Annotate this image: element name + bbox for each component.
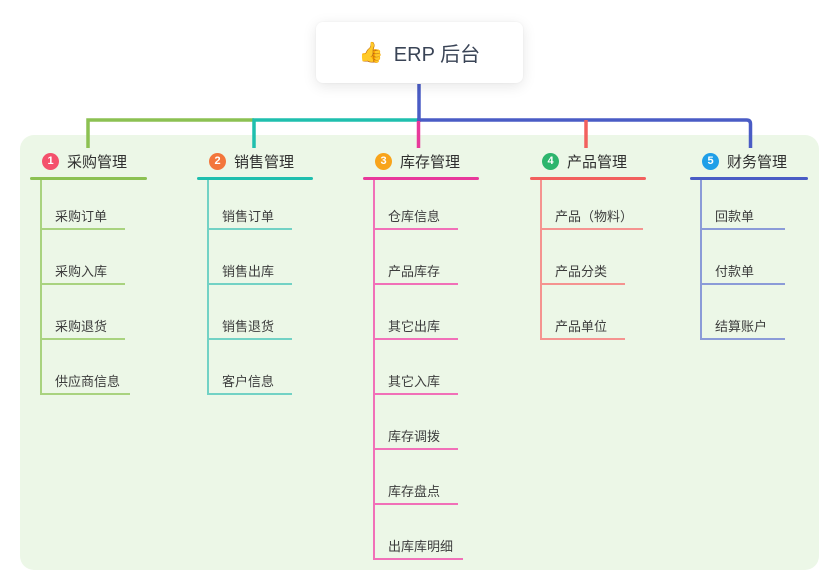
node-label: 供应商信息	[40, 374, 131, 395]
mindmap-background-panel	[20, 135, 819, 570]
node-label: 销售退货	[207, 319, 292, 340]
node-label: 仓库信息	[373, 209, 458, 230]
branch-label: 采购管理	[67, 153, 128, 171]
node-label: 其它入库	[373, 374, 458, 395]
branch-purchase: 1 采购管理 采购订单 采购入库 采购退货 供应商信息	[30, 148, 147, 395]
mindmap-node[interactable]: 其它出库	[373, 318, 458, 340]
mindmap-node[interactable]: 销售出库	[207, 263, 292, 285]
node-label: 采购订单	[40, 209, 125, 230]
branch-number-badge: 5	[702, 152, 719, 170]
mindmap-node[interactable]: 采购订单	[40, 208, 125, 230]
branch-label: 销售管理	[234, 153, 295, 171]
mindmap-node[interactable]: 产品分类	[540, 263, 625, 285]
node-label: 回款单	[700, 209, 785, 230]
branch-stem-line	[207, 180, 209, 394]
branch-finance: 5 财务管理 回款单 付款单 结算账户	[690, 148, 808, 340]
branch-underline	[690, 177, 808, 180]
branch-product: 4 产品管理 产品（物料） 产品分类 产品单位	[530, 148, 646, 340]
node-label: 采购入库	[40, 264, 125, 285]
branch-underline	[530, 177, 646, 180]
node-label: 客户信息	[207, 374, 292, 395]
mindmap-node[interactable]: 销售订单	[207, 208, 292, 230]
mindmap-node[interactable]: 客户信息	[207, 373, 292, 395]
branch-node[interactable]: 3 库存管理	[363, 148, 479, 174]
node-label: 采购退货	[40, 319, 125, 340]
node-label: 产品分类	[540, 264, 625, 285]
node-label: 库存盘点	[373, 484, 458, 505]
branch-underline	[197, 177, 313, 180]
branch-stem-line	[540, 180, 542, 339]
node-label: 销售出库	[207, 264, 292, 285]
mindmap-node[interactable]: 结算账户	[700, 318, 785, 340]
node-label: 付款单	[700, 264, 785, 285]
mindmap-node[interactable]: 库存盘点	[373, 483, 458, 505]
branch-label: 财务管理	[727, 153, 788, 171]
mindmap-node[interactable]: 出库库明细	[373, 538, 464, 560]
node-label: 库存调拨	[373, 429, 458, 450]
root-node-label: ERP 后台	[393, 44, 481, 66]
branch-node[interactable]: 2 销售管理	[197, 148, 313, 174]
branch-node[interactable]: 4 产品管理	[530, 148, 646, 174]
mindmap-node[interactable]: 产品单位	[540, 318, 625, 340]
mindmap-node[interactable]: 采购退货	[40, 318, 125, 340]
branch-label: 库存管理	[400, 153, 461, 171]
mindmap-node[interactable]: 仓库信息	[373, 208, 458, 230]
node-label: 结算账户	[700, 319, 785, 340]
branch-number-badge: 4	[542, 152, 559, 170]
branch-underline	[30, 177, 147, 180]
branch-number-badge: 2	[209, 152, 226, 170]
branch-label: 产品管理	[567, 153, 628, 171]
node-label: 产品库存	[373, 264, 458, 285]
mindmap-node[interactable]: 其它入库	[373, 373, 458, 395]
branch-inventory: 3 库存管理 仓库信息 产品库存 其它出库 其它入库 库存调拨 库存盘点 出库库…	[363, 148, 479, 560]
branch-underline	[363, 177, 479, 180]
branch-stem-line	[373, 180, 375, 559]
node-label: 产品单位	[540, 319, 625, 340]
mindmap-node[interactable]: 产品（物料）	[540, 208, 644, 230]
branch-stem-line	[700, 180, 702, 339]
mindmap-node[interactable]: 库存调拨	[373, 428, 458, 450]
mindmap-node[interactable]: 回款单	[700, 208, 785, 230]
branch-number-badge: 1	[42, 152, 59, 170]
mindmap-node[interactable]: 销售退货	[207, 318, 292, 340]
mindmap-node[interactable]: 产品库存	[373, 263, 458, 285]
node-label: 出库库明细	[373, 539, 464, 560]
branch-sales: 2 销售管理 销售订单 销售出库 销售退货 客户信息	[197, 148, 313, 395]
branch-number-badge: 3	[375, 152, 392, 170]
mindmap-node[interactable]: 供应商信息	[40, 373, 131, 395]
mindmap-node[interactable]: 付款单	[700, 263, 785, 285]
mindmap-node[interactable]: 采购入库	[40, 263, 125, 285]
thumbs-up-icon: 👍	[358, 41, 384, 64]
branch-node[interactable]: 1 采购管理	[30, 148, 147, 174]
node-label: 销售订单	[207, 209, 292, 230]
branch-node[interactable]: 5 财务管理	[690, 148, 808, 174]
node-label: 其它出库	[373, 319, 458, 340]
node-label: 产品（物料）	[540, 209, 644, 230]
root-node[interactable]: 👍 ERP 后台	[316, 22, 523, 83]
branch-stem-line	[40, 180, 42, 394]
